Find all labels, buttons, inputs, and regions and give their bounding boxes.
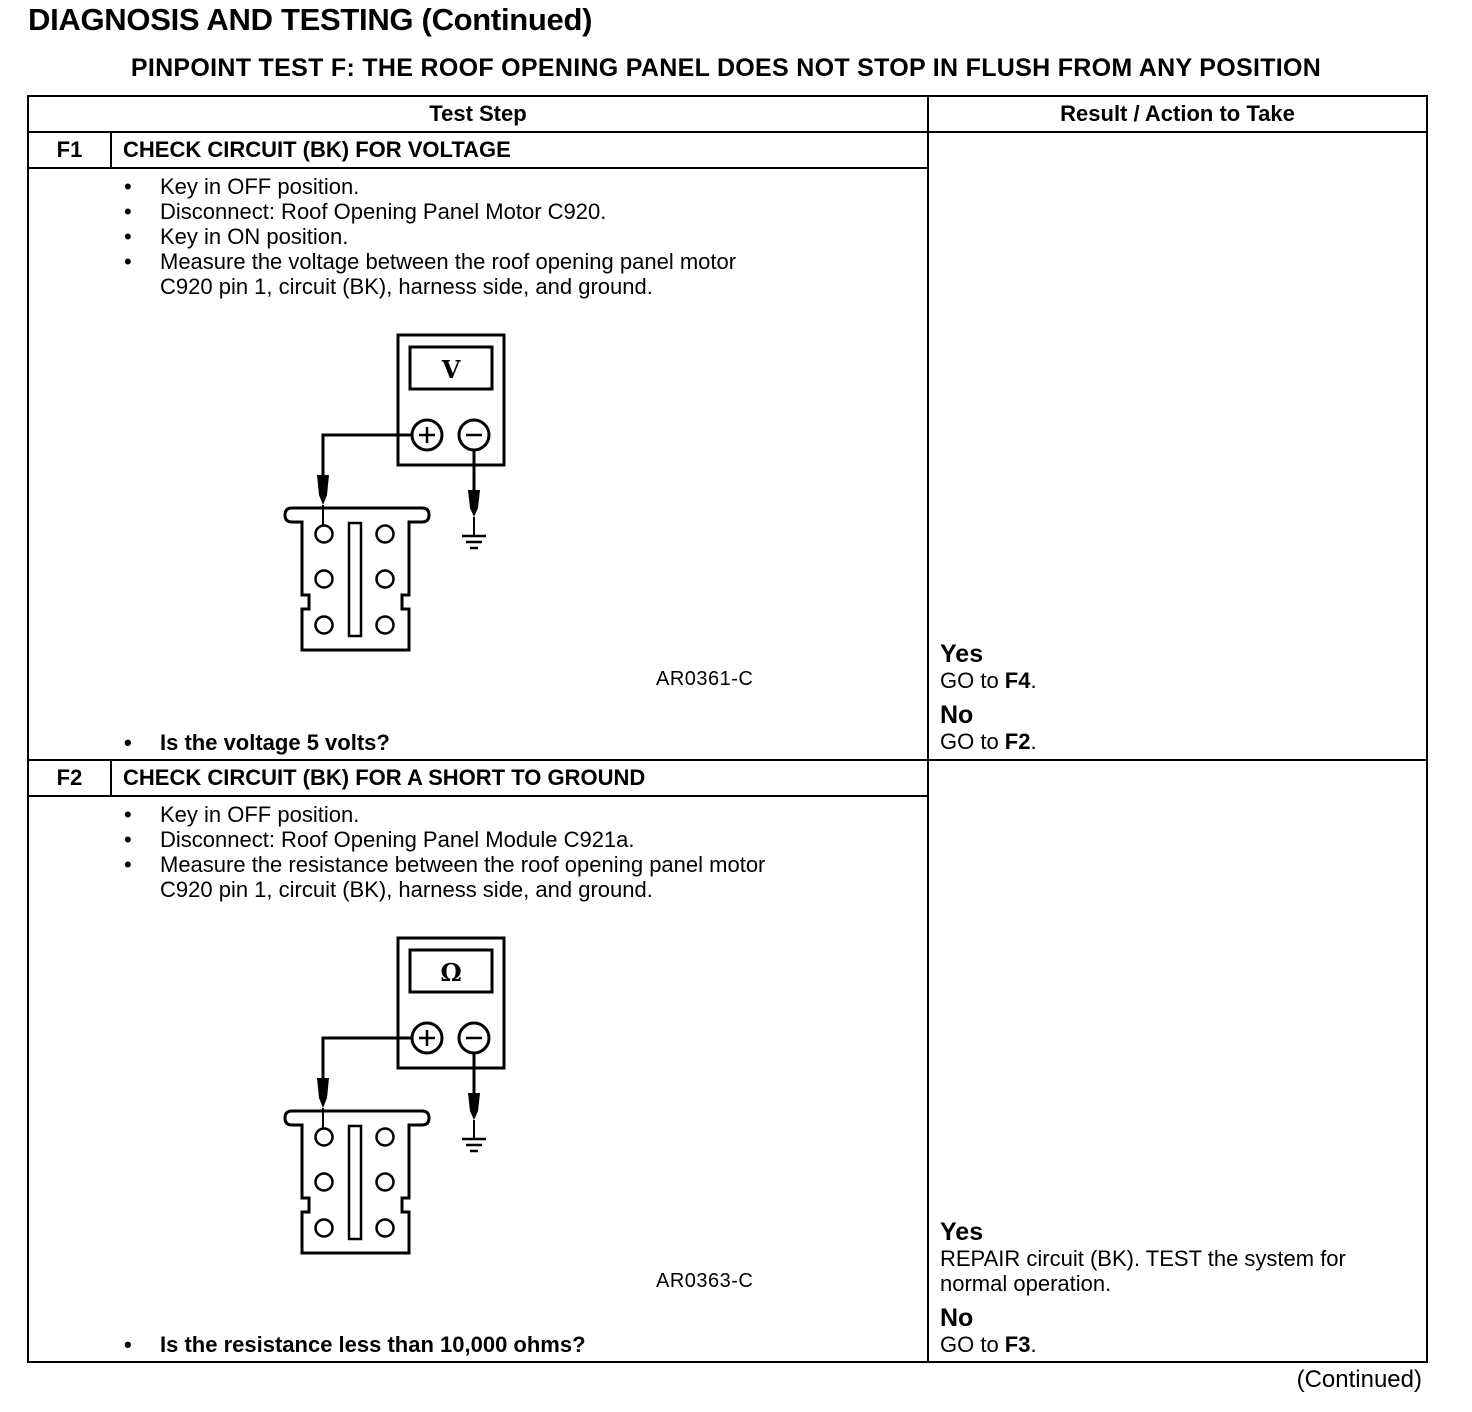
question-text: Is the resistance less than 10,000 ohms? — [120, 1332, 586, 1357]
step-id: F2 — [56, 765, 83, 790]
no-label: No — [940, 1304, 974, 1332]
yes-label: Yes — [940, 1218, 984, 1246]
result-actions: Yes REPAIR circuit (BK). TEST the system… — [940, 1218, 1425, 1357]
test-table — [27, 95, 1428, 1363]
multimeter-icon: V — [396, 333, 506, 467]
ground-symbol-icon — [462, 1137, 486, 1153]
result-actions: Yes GO to F4. No GO to F2. — [940, 640, 1425, 754]
yes-label: Yes — [940, 640, 984, 668]
page-title: DIAGNOSIS AND TESTING (Continued) — [28, 2, 593, 37]
yes-action: GO to F4. — [940, 668, 1037, 693]
header-divider — [27, 131, 1428, 133]
step-title: CHECK CIRCUIT (BK) FOR VOLTAGE — [123, 137, 511, 162]
no-action: GO to F3. — [940, 1332, 1037, 1357]
goto-step-link[interactable]: F4 — [1004, 668, 1031, 693]
column-divider — [927, 95, 929, 1363]
col-result-header: Result / Action to Take — [1060, 101, 1295, 126]
step-question: Is the voltage 5 volts? — [120, 730, 390, 755]
figure-code: AR0363-C — [656, 1270, 754, 1292]
question-text: Is the voltage 5 volts? — [120, 730, 390, 755]
instruction-item: Key in OFF position. — [120, 174, 736, 199]
instruction-item: Key in ON position. — [120, 224, 736, 249]
f2-title-divider — [27, 795, 928, 797]
instruction-item: Measure the resistance between the roof … — [120, 852, 765, 902]
meter-symbol: Ω — [440, 958, 461, 987]
no-label: No — [940, 701, 974, 729]
ground-symbol-icon — [462, 534, 486, 550]
f1-id-divider — [110, 131, 112, 168]
instruction-item: Measure the voltage between the roof ope… — [120, 249, 736, 299]
step-title: CHECK CIRCUIT (BK) FOR A SHORT TO GROUND — [123, 765, 646, 790]
connector-icon — [283, 506, 431, 652]
step-separator — [27, 759, 1428, 761]
pinpoint-test-title: PINPOINT TEST F: THE ROOF OPENING PANEL … — [130, 54, 1322, 82]
yes-action: REPAIR circuit (BK). TEST the system for… — [940, 1246, 1346, 1296]
step-instructions: Key in OFF position. Disconnect: Roof Op… — [120, 802, 765, 902]
step-instructions: Key in OFF position. Disconnect: Roof Op… — [120, 174, 736, 299]
step-id: F1 — [56, 137, 83, 162]
no-action: GO to F2. — [940, 729, 1037, 754]
figure-code: AR0361-C — [656, 668, 754, 690]
f2-id-divider — [110, 759, 112, 796]
voltmeter-diagram: V — [283, 333, 506, 652]
connector-icon — [283, 1109, 431, 1255]
goto-step-link[interactable]: F3 — [1004, 1332, 1031, 1357]
instruction-item: Key in OFF position. — [120, 802, 765, 827]
meter-symbol: V — [441, 355, 461, 384]
ohmmeter-diagram: Ω — [283, 936, 506, 1255]
col-test-step-header: Test Step — [429, 101, 527, 126]
instruction-item: Disconnect: Roof Opening Panel Motor C92… — [120, 199, 736, 224]
step-question: Is the resistance less than 10,000 ohms? — [120, 1332, 586, 1357]
goto-step-link[interactable]: F2 — [1004, 729, 1031, 754]
f1-title-divider — [27, 167, 928, 169]
multimeter-icon: Ω — [396, 936, 506, 1070]
instruction-item: Disconnect: Roof Opening Panel Module C9… — [120, 827, 765, 852]
continued-note: (Continued) — [1296, 1366, 1422, 1393]
